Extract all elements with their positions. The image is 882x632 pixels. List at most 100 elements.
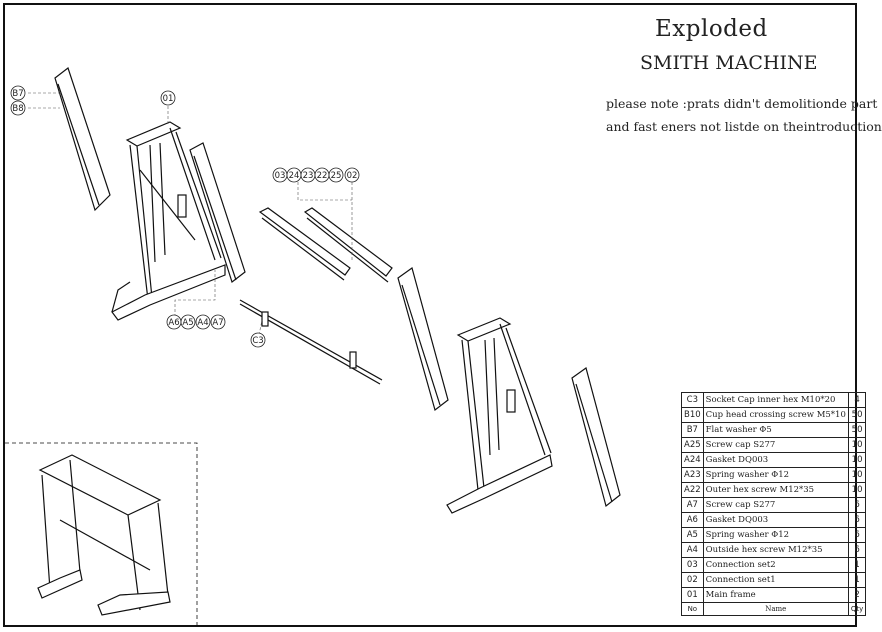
part-qty: 1 <box>847 572 867 588</box>
callout-01-label: 01 <box>163 94 174 104</box>
part-qty: 6 <box>847 542 867 558</box>
part-code: A24 <box>681 452 704 468</box>
callout-a5 <box>180 314 196 330</box>
part-qty: 4 <box>847 392 867 408</box>
drawing-sheet: Exploded SMITH MACHINE please note :prat… <box>3 3 882 627</box>
callout-a7-label: A7 <box>212 318 223 328</box>
callout-23-label: 23 <box>303 171 314 181</box>
callout-a4 <box>195 314 211 330</box>
part-code: A22 <box>681 482 704 498</box>
connection-set-1 <box>303 207 393 283</box>
part-qty: 50 <box>847 407 867 423</box>
note-line-2: and fast eners not listde on theintroduc… <box>606 119 882 134</box>
part-code: 03 <box>681 557 704 573</box>
callout-a5-label: A5 <box>182 318 193 328</box>
assembled-view <box>5 442 198 627</box>
smith-bar <box>239 299 383 385</box>
part-code: 01 <box>681 587 704 603</box>
header-no: No <box>681 602 704 616</box>
header-name: Name <box>702 602 849 616</box>
drawing-title: Exploded <box>655 16 768 42</box>
upright-cover-panel-3 <box>397 267 449 412</box>
part-name: Socket Cap inner hex M10*20 <box>702 392 849 408</box>
callout-c3 <box>250 332 266 348</box>
part-code: A5 <box>681 527 704 543</box>
callout-03-label: 03 <box>275 171 286 181</box>
part-code: A23 <box>681 467 704 483</box>
part-name: Gasket DQ003 <box>702 512 849 528</box>
part-name: Spring washer Φ12 <box>702 527 849 543</box>
part-code: C3 <box>681 392 704 408</box>
callout-24-label: 24 <box>289 171 300 181</box>
part-name: Connection set2 <box>702 557 849 573</box>
part-name: Outside hex screw M12*35 <box>702 542 849 558</box>
part-name: Gasket DQ003 <box>702 452 849 468</box>
part-code: A25 <box>681 437 704 453</box>
part-name: Screw cap S277 <box>702 497 849 513</box>
part-qty: 6 <box>847 497 867 513</box>
part-code: 02 <box>681 572 704 588</box>
callout-a4-label: A4 <box>197 318 208 328</box>
callout-b7-label: B7 <box>12 89 23 99</box>
callout-22-label: 22 <box>317 171 328 181</box>
part-name: Cup head crossing screw M5*10 <box>702 407 849 423</box>
callout-25-label: 25 <box>331 171 342 181</box>
part-code: B10 <box>681 407 704 423</box>
upright-cover-panel-4 <box>571 367 621 508</box>
part-qty: 2 <box>847 587 867 603</box>
part-code: B7 <box>681 422 704 438</box>
part-qty: 50 <box>847 422 867 438</box>
part-name: Spring washer Φ12 <box>702 467 849 483</box>
part-qty: 1 <box>847 557 867 573</box>
part-name: Outer hex screw M12*35 <box>702 482 849 498</box>
part-qty: 10 <box>847 467 867 483</box>
part-qty: 10 <box>847 482 867 498</box>
connection-set-2 <box>258 207 351 281</box>
callout-c3-label: C3 <box>252 336 263 346</box>
part-qty: 6 <box>847 527 867 543</box>
upright-cover-panel-1 <box>54 67 111 212</box>
upright-cover-panel-2 <box>189 142 246 283</box>
callout-02-label: 02 <box>347 171 358 181</box>
callout-25 <box>328 167 344 183</box>
callout-02 <box>344 167 360 183</box>
part-name: Main frame <box>702 587 849 603</box>
sheet-border <box>3 3 857 627</box>
callout-b8 <box>10 100 26 116</box>
part-code: A4 <box>681 542 704 558</box>
note-line-1: please note :prats didn't demolitionde p… <box>606 96 878 111</box>
drawing-subtitle: SMITH MACHINE <box>640 52 818 74</box>
part-qty: 6 <box>847 512 867 528</box>
part-qty: 10 <box>847 437 867 453</box>
main-frame-left <box>111 121 226 321</box>
callout-b7 <box>10 85 26 101</box>
callout-b8-label: B8 <box>12 104 23 114</box>
main-frame-right <box>446 317 553 514</box>
part-name: Connection set1 <box>702 572 849 588</box>
part-code: A7 <box>681 497 704 513</box>
part-qty: 10 <box>847 452 867 468</box>
callout-a7 <box>210 314 226 330</box>
part-name: Screw cap S277 <box>702 437 849 453</box>
callout-a6-label: A6 <box>168 318 179 328</box>
part-name: Flat washer Φ5 <box>702 422 849 438</box>
header-qty: Qty <box>847 602 867 616</box>
callout-01 <box>160 90 176 106</box>
exploded-view-drawing: B7 B8 01 03 24 23 22 25 02 A6 A5 A4 A7 C… <box>5 67 621 627</box>
